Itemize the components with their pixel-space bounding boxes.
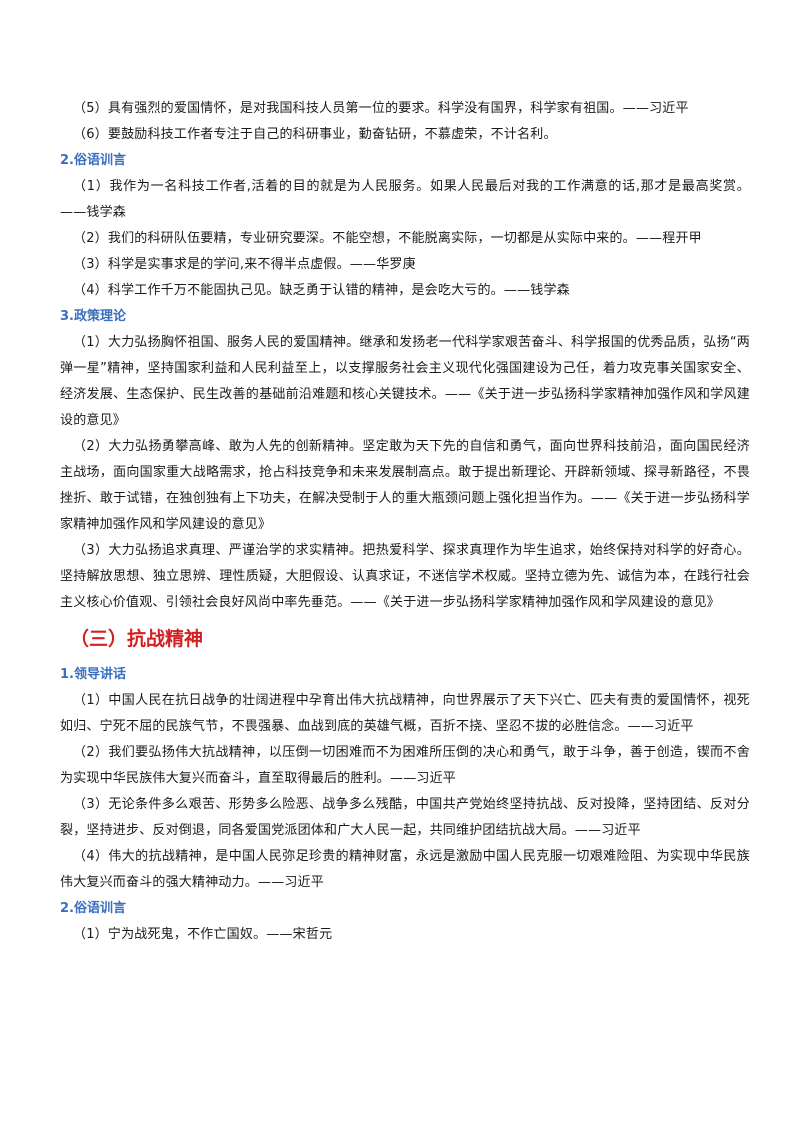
paragraph-policy-1: （1）大力弘扬胸怀祖国、服务人民的爱国精神。继承和发扬老一代科学家艰苦奋斗、科学… <box>60 335 750 428</box>
paragraph-leader-4: （4）伟大的抗战精神，是中国人民弥足珍贵的精神财富，永远是激励中国人民克服一切艰… <box>60 849 750 890</box>
paragraph-proverb-1: （1）我作为一名科技工作者,活着的目的就是为人民服务。如果人民最后对我的工作满意… <box>60 179 750 220</box>
subheading-proverbs-2: 2.俗语训言 <box>60 901 126 916</box>
section-heading-anti-war-spirit: （三）抗战精神 <box>70 628 204 650</box>
paragraph-proverb-2: （2）我们的科研队伍要精，专业研究要深。不能空想，不能脱离实际，一切都是从实际中… <box>73 231 702 246</box>
paragraph-proverb-4: （4）科学工作千万不能固执己见。缺乏勇于认错的精神，是会吃大亏的。——钱学森 <box>73 283 570 298</box>
paragraph-policy-3: （3）大力弘扬追求真理、严谨治学的求实精神。把热爱科学、探求真理作为毕生追求，始… <box>60 543 750 610</box>
subheading-policy: 3.政策理论 <box>60 309 126 324</box>
paragraph-leader-2: （2）我们要弘扬伟大抗战精神，以压倒一切困难而不为困难所压倒的决心和勇气，敢于斗… <box>60 745 750 786</box>
paragraph-leader-3: （3）无论条件多么艰苦、形势多么险恶、战争多么残酷，中国共产党始终坚持抗战、反对… <box>60 797 750 838</box>
subheading-leaders: 1.领导讲话 <box>60 667 126 682</box>
paragraph-proverb-3: （3）科学是实事求是的学问,来不得半点虚假。——华罗庚 <box>73 257 416 272</box>
paragraph-leader-1: （1）中国人民在抗日战争的壮阔进程中孕育出伟大抗战精神，向世界展示了天下兴亡、匹… <box>60 693 750 734</box>
paragraph-policy-2: （2）大力弘扬勇攀高峰、敢为人先的创新精神。坚定敢为天下先的自信和勇气，面向世界… <box>60 439 750 532</box>
subheading-proverbs-1: 2.俗语训言 <box>60 153 126 168</box>
document-page: （5）具有强烈的爱国情怀，是对我国科技人员第一位的要求。科学没有国界，科学家有祖… <box>60 96 750 948</box>
paragraph-top-6: （6）要鼓励科技工作者专注于自己的科研事业，勤奋钻研，不慕虚荣，不计名利。 <box>73 127 557 142</box>
paragraph-top-5: （5）具有强烈的爱国情怀，是对我国科技人员第一位的要求。科学没有国界，科学家有祖… <box>73 101 689 116</box>
paragraph-proverb2-1: （1）宁为战死鬼，不作亡国奴。——宋哲元 <box>73 927 333 942</box>
